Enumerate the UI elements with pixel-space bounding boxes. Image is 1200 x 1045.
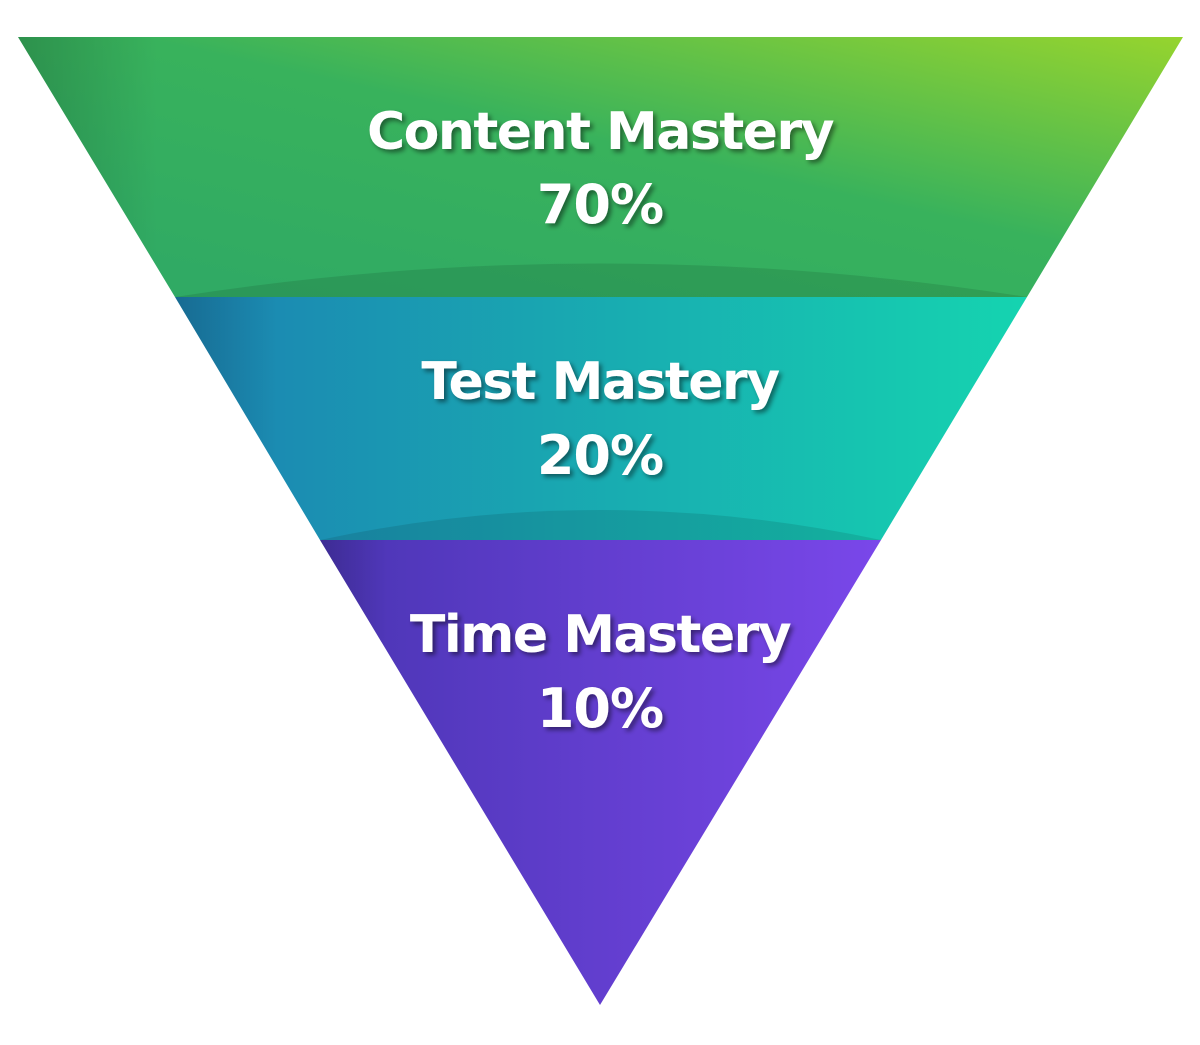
tier-2-edge-shade [175,297,1027,540]
tier-3-label: Time Mastery [410,605,791,665]
tier-1-edge-shade [18,37,1183,297]
tier-1-bottom-curve [175,263,1027,297]
tier-3-value: 10% [537,677,663,740]
tier-3-edge-shade [320,540,881,1005]
funnel-tier-content-mastery: Content Mastery 70% [18,37,1183,297]
tier-1-value: 70% [537,173,663,236]
funnel-tier-test-mastery: Test Mastery 20% [175,297,1027,540]
tier-2-label: Test Mastery [421,352,779,412]
funnel-tier-time-mastery: Time Mastery 10% [320,540,881,1005]
tier-2-bottom-curve [320,510,881,540]
tier-1-label: Content Mastery [367,102,834,162]
tier-2-value: 20% [537,424,663,487]
